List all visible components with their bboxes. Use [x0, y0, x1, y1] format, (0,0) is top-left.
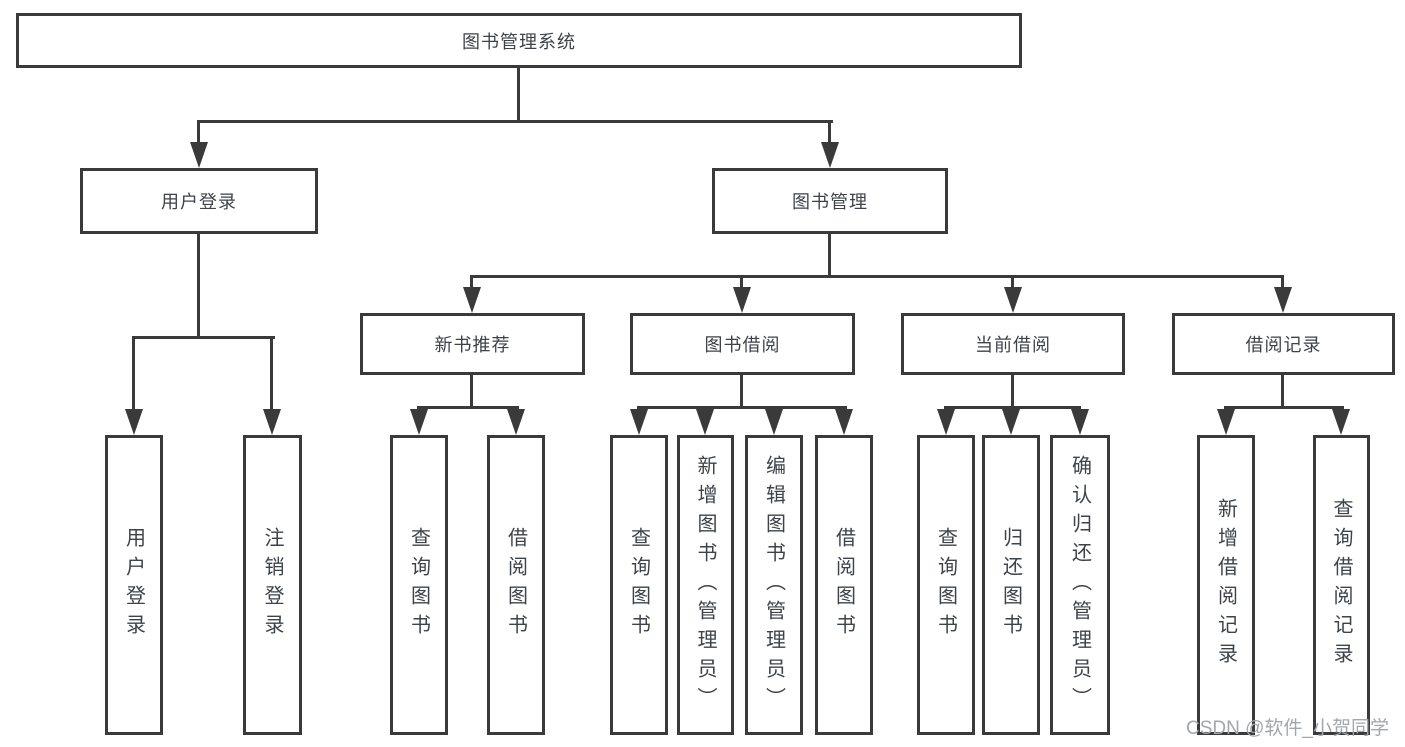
- leaf-logout: 注销登录: [243, 435, 302, 735]
- connector-book-management-vline: [828, 234, 831, 278]
- node-current-borrow: 当前借阅: [901, 313, 1125, 375]
- connector-user-login-hline: [132, 336, 275, 339]
- connector-recommend-vline: [470, 375, 473, 409]
- arrowhead-down-icon: [835, 409, 853, 435]
- connector-borrow-vline: [740, 375, 743, 409]
- connector-current-vline: [1011, 375, 1014, 409]
- arrowhead-down-icon: [733, 287, 751, 313]
- leaf-user-login: 用户登录: [105, 435, 163, 735]
- connector-stub-book-management: [828, 120, 831, 147]
- connector-stub-l3: [740, 275, 743, 290]
- arrowhead-down-icon: [125, 409, 143, 435]
- leaf-borrow-books: 借阅图书: [815, 435, 873, 735]
- leaf-confirm-return-admin: 确认归还（管理员）: [1050, 435, 1110, 735]
- leaf-borrow-query-books: 查询图书: [610, 435, 668, 735]
- leaf-recommend-query-books: 查询图书: [390, 435, 448, 735]
- connector-stub-l3: [1011, 275, 1014, 290]
- arrowhead-down-icon: [190, 142, 208, 168]
- leaf-current-query-books: 查询图书: [917, 435, 975, 735]
- connector-user-login-vline: [197, 234, 200, 339]
- connector-stub-user-login: [197, 120, 200, 147]
- leaf-return-books: 归还图书: [982, 435, 1040, 735]
- leaf-edit-books-admin: 编辑图书（管理员）: [745, 435, 803, 735]
- node-user-login: 用户登录: [80, 168, 318, 234]
- connector-stub-leaf: [132, 336, 135, 412]
- node-book-borrow: 图书借阅: [630, 313, 855, 375]
- node-library-system: 图书管理系统: [16, 13, 1022, 68]
- arrowhead-down-icon: [410, 409, 428, 435]
- arrowhead-down-icon: [463, 287, 481, 313]
- node-borrow-records: 借阅记录: [1172, 313, 1395, 375]
- csdn-watermark: CSDN @软件_小贺同学: [1186, 718, 1389, 739]
- connector-borrow-hline: [637, 406, 847, 409]
- arrowhead-down-icon: [1004, 287, 1022, 313]
- arrowhead-down-icon: [1071, 409, 1089, 435]
- arrowhead-down-icon: [821, 142, 839, 168]
- leaf-query-borrow-record: 查询借阅记录: [1313, 435, 1370, 735]
- node-book-management: 图书管理: [712, 168, 948, 234]
- arrowhead-down-icon: [1274, 287, 1292, 313]
- arrowhead-down-icon: [1217, 409, 1235, 435]
- arrowhead-down-icon: [1332, 409, 1350, 435]
- connector-current-hline: [944, 406, 1081, 409]
- arrowhead-down-icon: [507, 409, 525, 435]
- leaf-add-borrow-record: 新增借阅记录: [1197, 435, 1255, 735]
- connector-stub-l3: [1281, 275, 1284, 290]
- arrowhead-down-icon: [765, 409, 783, 435]
- leaf-add-books-admin: 新增图书（管理员）: [677, 435, 734, 735]
- connector-root-hline: [197, 120, 833, 123]
- connector-records-hline: [1224, 406, 1344, 409]
- arrowhead-down-icon: [1002, 409, 1020, 435]
- connector-book-management-hline: [470, 275, 1284, 278]
- leaf-recommend-borrow-books: 借阅图书: [487, 435, 545, 735]
- connector-stub-leaf: [270, 336, 273, 412]
- connector-root-vline: [517, 68, 520, 123]
- arrowhead-down-icon: [696, 409, 714, 435]
- node-new-book-recommend: 新书推荐: [360, 313, 585, 375]
- connector-stub-l3: [470, 275, 473, 290]
- arrowhead-down-icon: [937, 409, 955, 435]
- arrowhead-down-icon: [263, 409, 281, 435]
- connector-records-vline: [1281, 375, 1284, 409]
- connector-recommend-hline: [417, 406, 519, 409]
- arrowhead-down-icon: [630, 409, 648, 435]
